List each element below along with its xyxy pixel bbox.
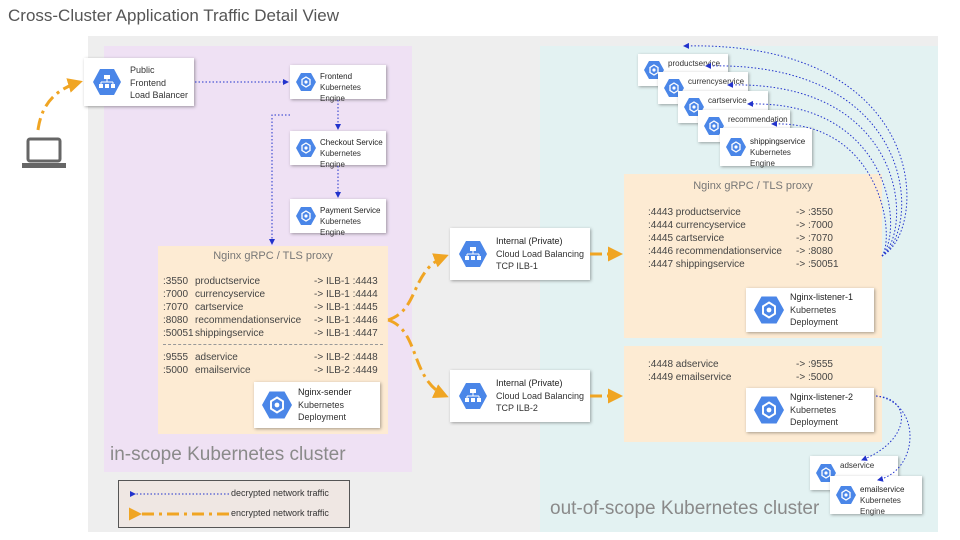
load-balancer-icon [459,241,487,267]
proxy-divider [163,344,383,345]
page-title: Cross-Cluster Application Traffic Detail… [8,6,340,25]
decrypted-arrow [269,114,290,245]
decrypted-arrow [861,395,902,461]
in-scope-cluster-label: in-scope Kubernetes cluster [110,444,346,465]
legend-decrypted-label: decrypted network traffic [231,488,329,498]
load-balancer-icon [93,69,121,95]
kubernetes-engine-icon [296,73,316,91]
encrypted-arrow [36,78,83,131]
decrypted-arrow [727,81,897,257]
kubernetes-engine-icon [704,117,724,135]
kubernetes-engine-icon [726,138,746,156]
out-of-scope-cluster-label: out-of-scope Kubernetes cluster [550,498,820,519]
kubernetes-engine-icon [296,139,316,157]
kubernetes-engine-icon [836,486,856,504]
kubernetes-engine-icon [262,391,292,419]
kubernetes-engine-icon [754,296,784,324]
decrypted-arrow [747,100,892,257]
decrypted-arrow [875,395,911,482]
encrypted-arrow [387,318,449,398]
kubernetes-engine-icon [754,396,784,424]
legend: decrypted network traffic encrypted netw… [118,480,350,528]
load-balancer-icon [459,383,487,409]
sender-proxy-rows: :3550 productservice -> ILB-1 :4443 :700… [158,246,388,434]
decrypted-arrow [771,120,887,257]
legend-encrypted-label: encrypted network traffic [231,508,329,518]
kubernetes-engine-icon [296,207,316,225]
laptop-icon [22,137,66,168]
decrypted-arrow [705,62,903,257]
decrypted-arrow [683,42,908,257]
encrypted-arrow [387,253,449,322]
proxy-header: Nginx gRPC / TLS proxy [213,250,333,262]
legend-swatches [129,491,229,522]
